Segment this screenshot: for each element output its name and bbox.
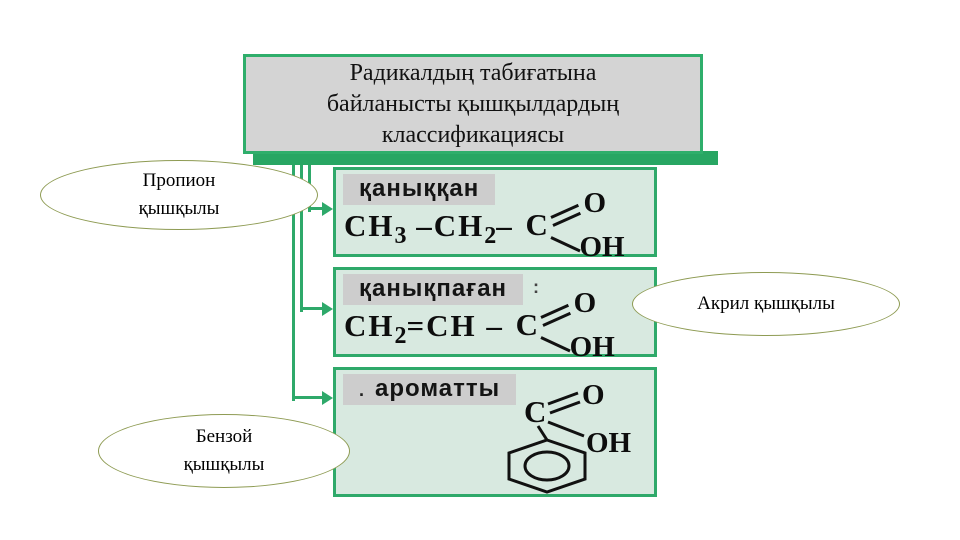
connector-3-arrow-icon	[322, 391, 333, 405]
stray-colon-mark: :	[533, 277, 540, 297]
aromatic-label: .ароматты	[343, 374, 517, 405]
title-line-3: классификациясы	[381, 121, 565, 148]
connector-1-arrow-icon	[322, 202, 333, 216]
callout-line: Пропион	[142, 170, 216, 191]
carboxyl-group: C O OH	[514, 288, 615, 362]
acrylic-acid-formula: CH2=CH – C O OH	[344, 288, 615, 362]
carboxyl-group: C O OH	[524, 188, 625, 262]
connector-2-arrow-icon	[322, 302, 333, 316]
oxygen-atom: O	[573, 287, 597, 319]
oxygen-atom: O	[582, 379, 605, 411]
single-bond-line	[549, 236, 581, 253]
benzene-inner-circle	[523, 450, 571, 482]
saturated-acid-box: қаныққан CH3 –CH2– C O OH	[333, 167, 657, 262]
aromatic-acid-box: .ароматты C O OH	[333, 367, 657, 497]
benzoic-acid-structure: C O OH	[507, 379, 632, 494]
unsaturated-acid-box: қанықпаған: CH2=CH – C O OH	[333, 267, 657, 362]
ring-bond-line	[536, 425, 549, 441]
double-bond-line	[549, 400, 581, 415]
single-bond-line	[540, 336, 571, 353]
single-bond-line	[547, 420, 585, 438]
callout-line: қышқылы	[183, 454, 265, 475]
unsaturated-label: қанықпаған	[343, 274, 524, 305]
formula-chain: CH2=CH –	[344, 308, 514, 349]
hydroxyl-group: OH	[586, 427, 632, 459]
carbon-atom: C	[524, 394, 546, 429]
hydroxyl-group: OH	[579, 231, 625, 263]
callout-line: қышқылы	[138, 198, 220, 219]
carbon-atom: C	[525, 207, 548, 242]
connector-3-vertical	[292, 156, 295, 401]
callout-line: Бензой	[195, 426, 253, 447]
propionic-acid-callout: Пропион қышқылы	[40, 160, 318, 230]
formula-chain: CH3 –CH2–	[344, 208, 524, 249]
double-bond-line	[547, 391, 579, 406]
stray-dot-mark: .	[359, 380, 366, 400]
propionic-acid-formula: CH3 –CH2– C O OH	[344, 188, 625, 262]
saturated-label: қаныққан	[343, 174, 496, 205]
title-line-2: байланысты қышқылдардың	[326, 90, 620, 117]
connector-1-horizontal	[308, 207, 324, 210]
connector-2-vertical	[300, 156, 303, 312]
acrylic-acid-callout: Акрил қышқылы	[632, 272, 900, 336]
benzoic-acid-callout: Бензой қышқылы	[98, 414, 350, 488]
diagram-title: Радикалдың табиғатына байланысты қышқылд…	[243, 54, 703, 154]
carbon-atom: C	[515, 307, 539, 342]
hydroxyl-group: OH	[569, 331, 615, 363]
title-shadow-bar	[253, 151, 718, 165]
title-line-1: Радикалдың табиғатына	[349, 59, 597, 86]
callout-line: Акрил қышқылы	[697, 293, 835, 314]
benzene-ring	[507, 438, 587, 494]
oxygen-atom: O	[583, 187, 607, 219]
connector-3-horizontal	[292, 396, 324, 399]
connector-2-horizontal	[300, 307, 324, 310]
